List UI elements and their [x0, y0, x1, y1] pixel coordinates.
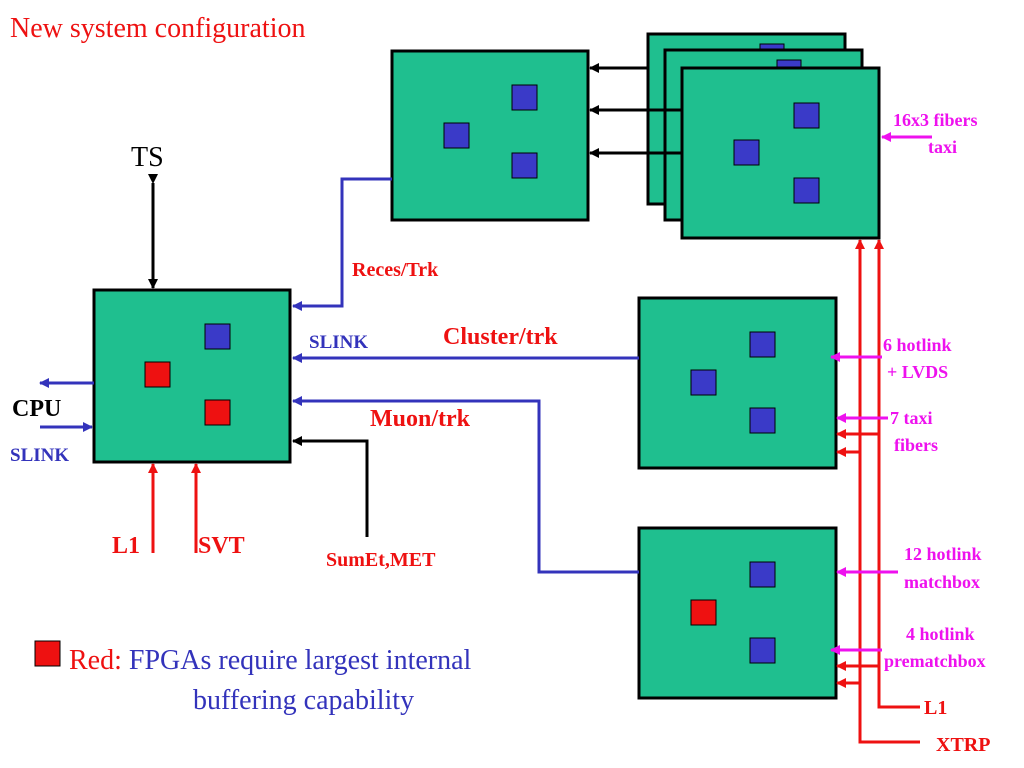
stack-front-chip-1	[793, 102, 820, 129]
stack-to-center-arrows	[589, 63, 682, 158]
mid-chip-1	[749, 331, 776, 358]
muon-trk-link	[292, 396, 639, 574]
main-chip-red-1	[144, 361, 171, 388]
l1-bottom-label: L1	[112, 533, 140, 559]
board-bottom-right	[637, 526, 838, 700]
bus-top-arrows	[855, 239, 884, 250]
page-title: New system configuration	[10, 13, 306, 44]
taxi7-line1: 7 taxi	[890, 408, 933, 428]
top-center-chip-2	[443, 122, 470, 149]
stack-board-front	[680, 66, 881, 240]
board-top-center	[390, 49, 590, 222]
svt-label: SVT	[198, 533, 245, 559]
board-middle-right	[637, 296, 838, 470]
board-main-left	[92, 288, 292, 464]
taxi7-line2: fibers	[894, 435, 938, 455]
l1-right-label: L1	[924, 697, 947, 719]
hotlink4-line1: 4 hotlink	[906, 624, 975, 644]
sumet-met-link	[292, 436, 369, 537]
right-red-bus	[858, 240, 920, 744]
legend-text-1: FPGAs require largest internal	[122, 645, 472, 676]
mid-chip-3	[749, 407, 776, 434]
bottom-board-red-inputs	[836, 661, 879, 688]
ts-label: TS	[131, 142, 164, 173]
stack-front-chip-3	[793, 177, 820, 204]
muon-trk-label: Muon/trk	[370, 406, 471, 432]
top-center-chip-3	[511, 152, 538, 179]
mid-board-red-inputs	[836, 429, 879, 457]
bottom-chip-blue-2	[749, 637, 776, 664]
main-chip-blue	[204, 323, 231, 350]
hotlink4-line2: prematchbox	[884, 651, 986, 671]
hotlink12-line2: matchbox	[904, 572, 980, 592]
reces-trk-link	[292, 177, 392, 311]
slink-left-label: SLINK	[10, 445, 69, 466]
hotlink6-line1: 6 hotlink	[883, 335, 952, 355]
reces-trk-label: Reces/Trk	[352, 259, 439, 281]
fibers-16x3-line2: taxi	[928, 137, 957, 157]
stack-front-chip-2	[733, 139, 760, 166]
top-center-chip-1	[511, 84, 538, 111]
legend-prefix: Red:	[69, 645, 122, 676]
fibers-16x3-line1: 16x3 fibers	[893, 110, 978, 130]
legend: Red: FPGAs require largest internal buff…	[34, 640, 472, 716]
xtrp-label: XTRP	[936, 734, 990, 756]
slink-mid-label: SLINK	[309, 332, 368, 353]
hotlink6-line2: + LVDS	[887, 362, 948, 382]
sumet-met-label: SumEt,MET	[326, 549, 436, 571]
hotlink12-line1: 12 hotlink	[904, 544, 982, 564]
main-chip-red-2	[204, 399, 231, 426]
legend-red-swatch	[34, 640, 61, 667]
legend-line2: buffering capability	[193, 685, 414, 716]
bottom-chip-red	[690, 599, 717, 626]
cluster-trk-label: Cluster/trk	[443, 324, 558, 350]
legend-line1: Red: FPGAs require largest internal	[69, 645, 472, 676]
mid-chip-2	[690, 369, 717, 396]
cpu-label: CPU	[12, 396, 61, 422]
bottom-chip-blue-1	[749, 561, 776, 588]
stacked-boards	[646, 32, 881, 240]
